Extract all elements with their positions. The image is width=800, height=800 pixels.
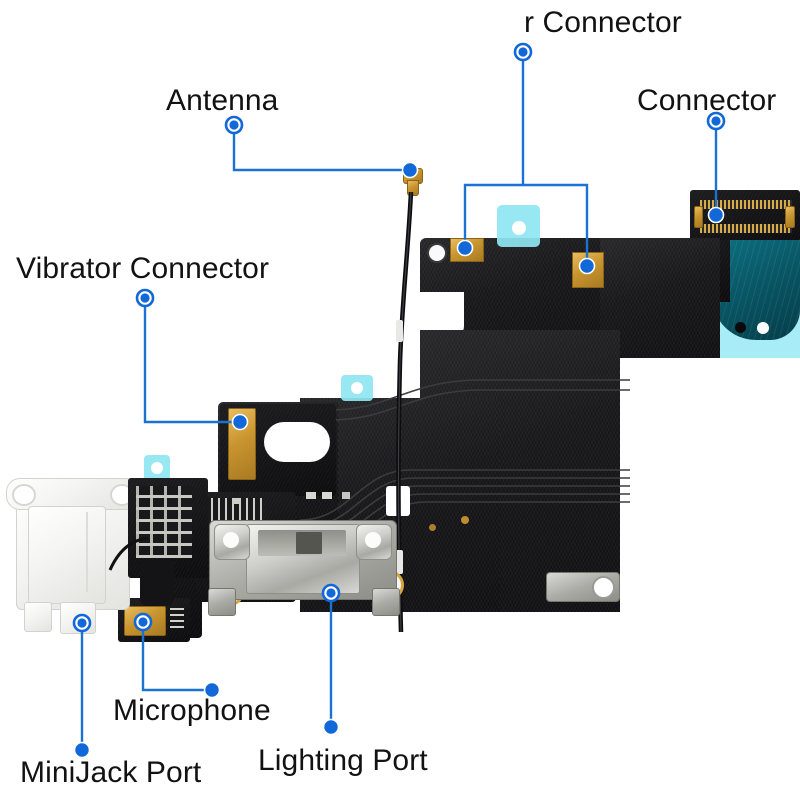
- callout-label-lighting-port: Lighting Port: [258, 744, 428, 777]
- lightning-slot-dark: [296, 532, 322, 554]
- solder-dot-a: [429, 524, 436, 531]
- callout-label-antenna: Antenna: [166, 84, 279, 117]
- minijack-foot-left: [24, 602, 52, 632]
- callout-label-vibrator-connector: Vibrator Connector: [16, 252, 270, 285]
- microphone-gold-pad: [124, 606, 166, 636]
- minijack-foot-right: [60, 602, 96, 634]
- callout-label-connector: Connector: [637, 84, 777, 117]
- microphone-pad-dots: [170, 606, 184, 628]
- lightning-ear-right-hole: [365, 532, 381, 548]
- vibrator-white-slot: [264, 422, 330, 462]
- minijack-seam: [86, 512, 88, 592]
- smd-component-c: [342, 492, 350, 499]
- teal-ribbon-hole-dark: [735, 322, 746, 333]
- callout-label-sensor-connector: r Connector: [524, 6, 682, 39]
- minijack-hole-left: [12, 484, 36, 506]
- lightning-foot-right: [372, 588, 400, 616]
- minijack-flex-neck: [140, 560, 174, 606]
- cyan-tape-upper-hole: [512, 221, 526, 235]
- vibrator-gold-pad: [228, 408, 256, 480]
- lightning-foot-left: [208, 588, 236, 616]
- antenna-coax-cable: [380, 192, 420, 632]
- smd-component-d: [232, 498, 241, 504]
- callout-label-microphone: Microphone: [113, 694, 271, 727]
- cyan-tape-left-mid-hole: [351, 382, 363, 394]
- board-connector-key-right: [785, 206, 795, 228]
- callout-label-minijack-port: MiniJack Port: [20, 756, 202, 789]
- smd-component-b: [322, 492, 332, 499]
- minijack-flex-pads: [136, 486, 192, 558]
- lightning-ear-left-hole: [223, 532, 239, 548]
- board-connector-body: [690, 190, 800, 242]
- board-connector-pins-top: [700, 200, 792, 209]
- teal-ribbon-hole-light: [757, 322, 769, 334]
- pcb-upper-right-extension: [600, 238, 720, 358]
- board-connector-key-left: [694, 206, 703, 228]
- mount-ear-right-hole: [592, 576, 615, 599]
- gold-pad-left-upper: [450, 238, 484, 262]
- smd-component-a: [306, 492, 316, 499]
- solder-dot-b: [461, 516, 469, 524]
- minijack-barrel: [28, 506, 106, 604]
- board-connector-pins-bottom: [700, 224, 792, 233]
- minijack-wire: [100, 536, 150, 576]
- pcb-mount-hole-upper: [427, 243, 447, 263]
- cyan-tape-left-lower-hole: [151, 462, 163, 474]
- gold-pad-right-upper: [572, 252, 604, 288]
